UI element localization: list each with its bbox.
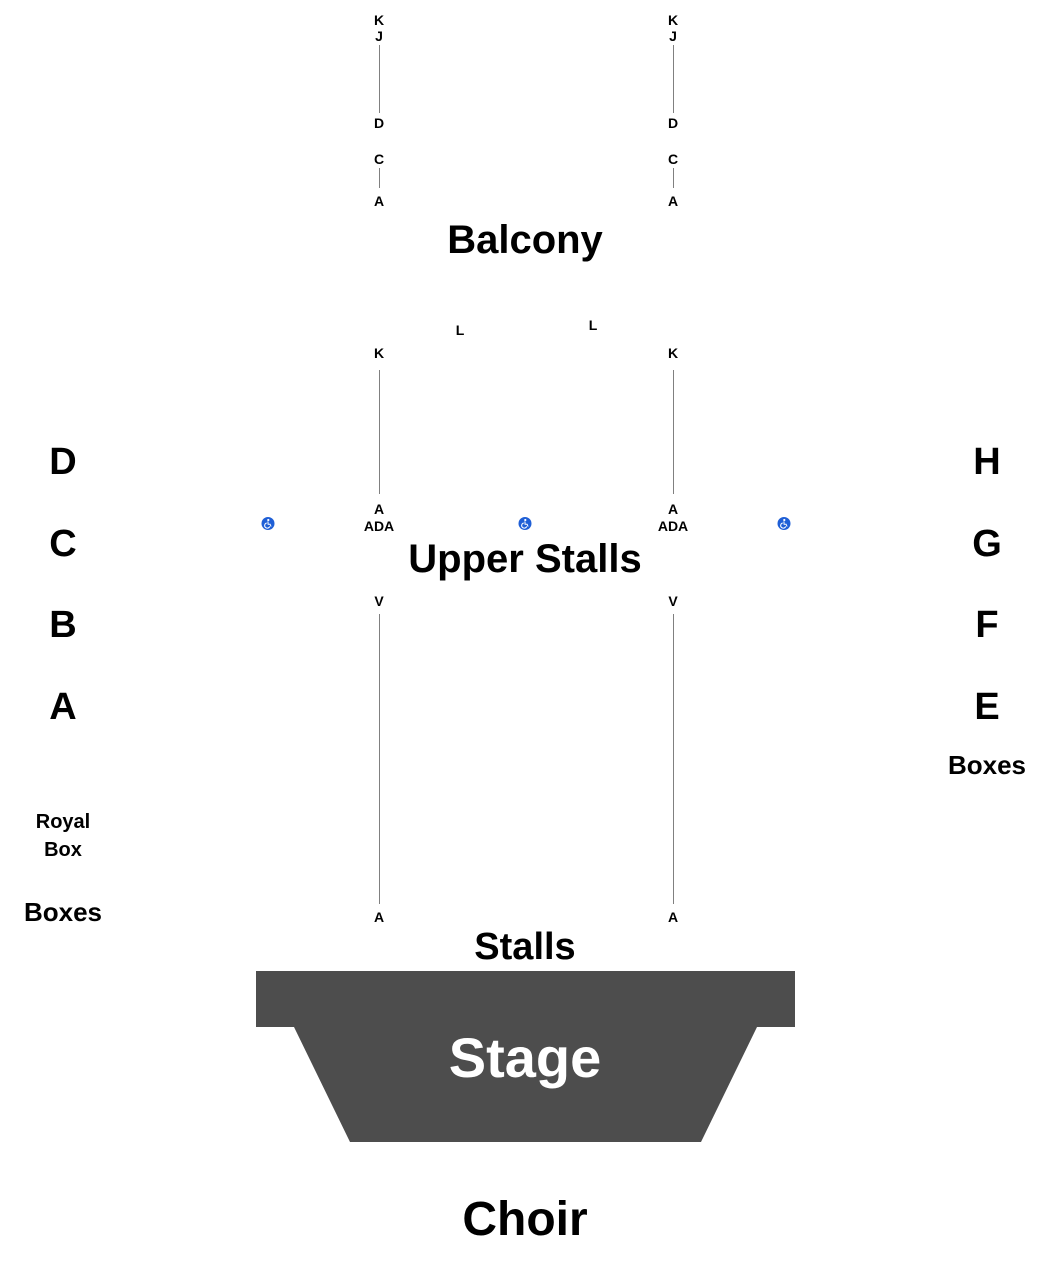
section-stalls[interactable]: Stalls <box>474 926 576 968</box>
boxes-right-label: Boxes <box>947 750 1027 780</box>
wheelchair-icon <box>777 517 791 530</box>
upper-stalls-row-l-right: L <box>588 317 598 333</box>
stalls-left-row-v: V <box>374 593 384 609</box>
upper-stalls-right-row-a: A <box>667 501 679 517</box>
upper-stalls-left-row-a: A <box>373 501 385 517</box>
box-a[interactable]: A <box>49 686 77 728</box>
balcony-left-row-d: D <box>373 115 385 131</box>
wheelchair-icon <box>518 517 532 530</box>
section-balcony[interactable]: Balcony <box>447 218 603 262</box>
upper-stalls-left-row-line <box>379 370 380 494</box>
royal-box[interactable]: Royal Box <box>36 808 90 864</box>
box-f[interactable]: F <box>975 604 999 646</box>
balcony-right-row-c: C <box>667 151 679 167</box>
balcony-left-row-k: K <box>373 12 385 28</box>
balcony-right-row-d: D <box>667 115 679 131</box>
stage-label: Stage <box>448 1026 602 1089</box>
stalls-right-row-v: V <box>668 593 678 609</box>
royal-box-line1: Royal <box>35 811 91 833</box>
stalls-right-row-line <box>673 614 674 904</box>
upper-stalls-left-row-k: K <box>373 345 385 361</box>
balcony-left-row-line <box>379 45 380 113</box>
balcony-right-row-line-lower <box>673 168 674 188</box>
balcony-right-row-k: K <box>667 12 679 28</box>
balcony-right-row-j: J <box>669 28 677 44</box>
boxes-left-label: Boxes <box>23 897 103 927</box>
balcony-left-row-c: C <box>373 151 385 167</box>
wheelchair-icon <box>261 517 275 530</box>
balcony-left-row-line-lower <box>379 168 380 188</box>
box-d[interactable]: D <box>49 441 77 483</box>
section-choir[interactable]: Choir <box>462 1193 588 1246</box>
upper-stalls-right-row-k: K <box>667 345 679 361</box>
upper-stalls-row-l-left: L <box>455 322 465 338</box>
section-upper-stalls[interactable]: Upper Stalls <box>408 537 642 581</box>
box-e[interactable]: E <box>974 686 1000 728</box>
box-h[interactable]: H <box>973 441 1001 483</box>
box-b[interactable]: B <box>49 604 77 646</box>
upper-stalls-right-ada: ADA <box>657 518 689 534</box>
balcony-right-row-line <box>673 45 674 113</box>
balcony-left-row-j: J <box>375 28 383 44</box>
balcony-right-row-a: A <box>667 193 679 209</box>
upper-stalls-left-ada: ADA <box>363 518 395 534</box>
stalls-right-row-a: A <box>667 909 679 925</box>
box-c[interactable]: C <box>49 523 77 565</box>
box-g[interactable]: G <box>972 523 1002 565</box>
stalls-left-row-a: A <box>373 909 385 925</box>
stalls-left-row-line <box>379 614 380 904</box>
upper-stalls-right-row-line <box>673 370 674 494</box>
balcony-left-row-a: A <box>373 193 385 209</box>
royal-box-line2: Box <box>44 839 82 861</box>
